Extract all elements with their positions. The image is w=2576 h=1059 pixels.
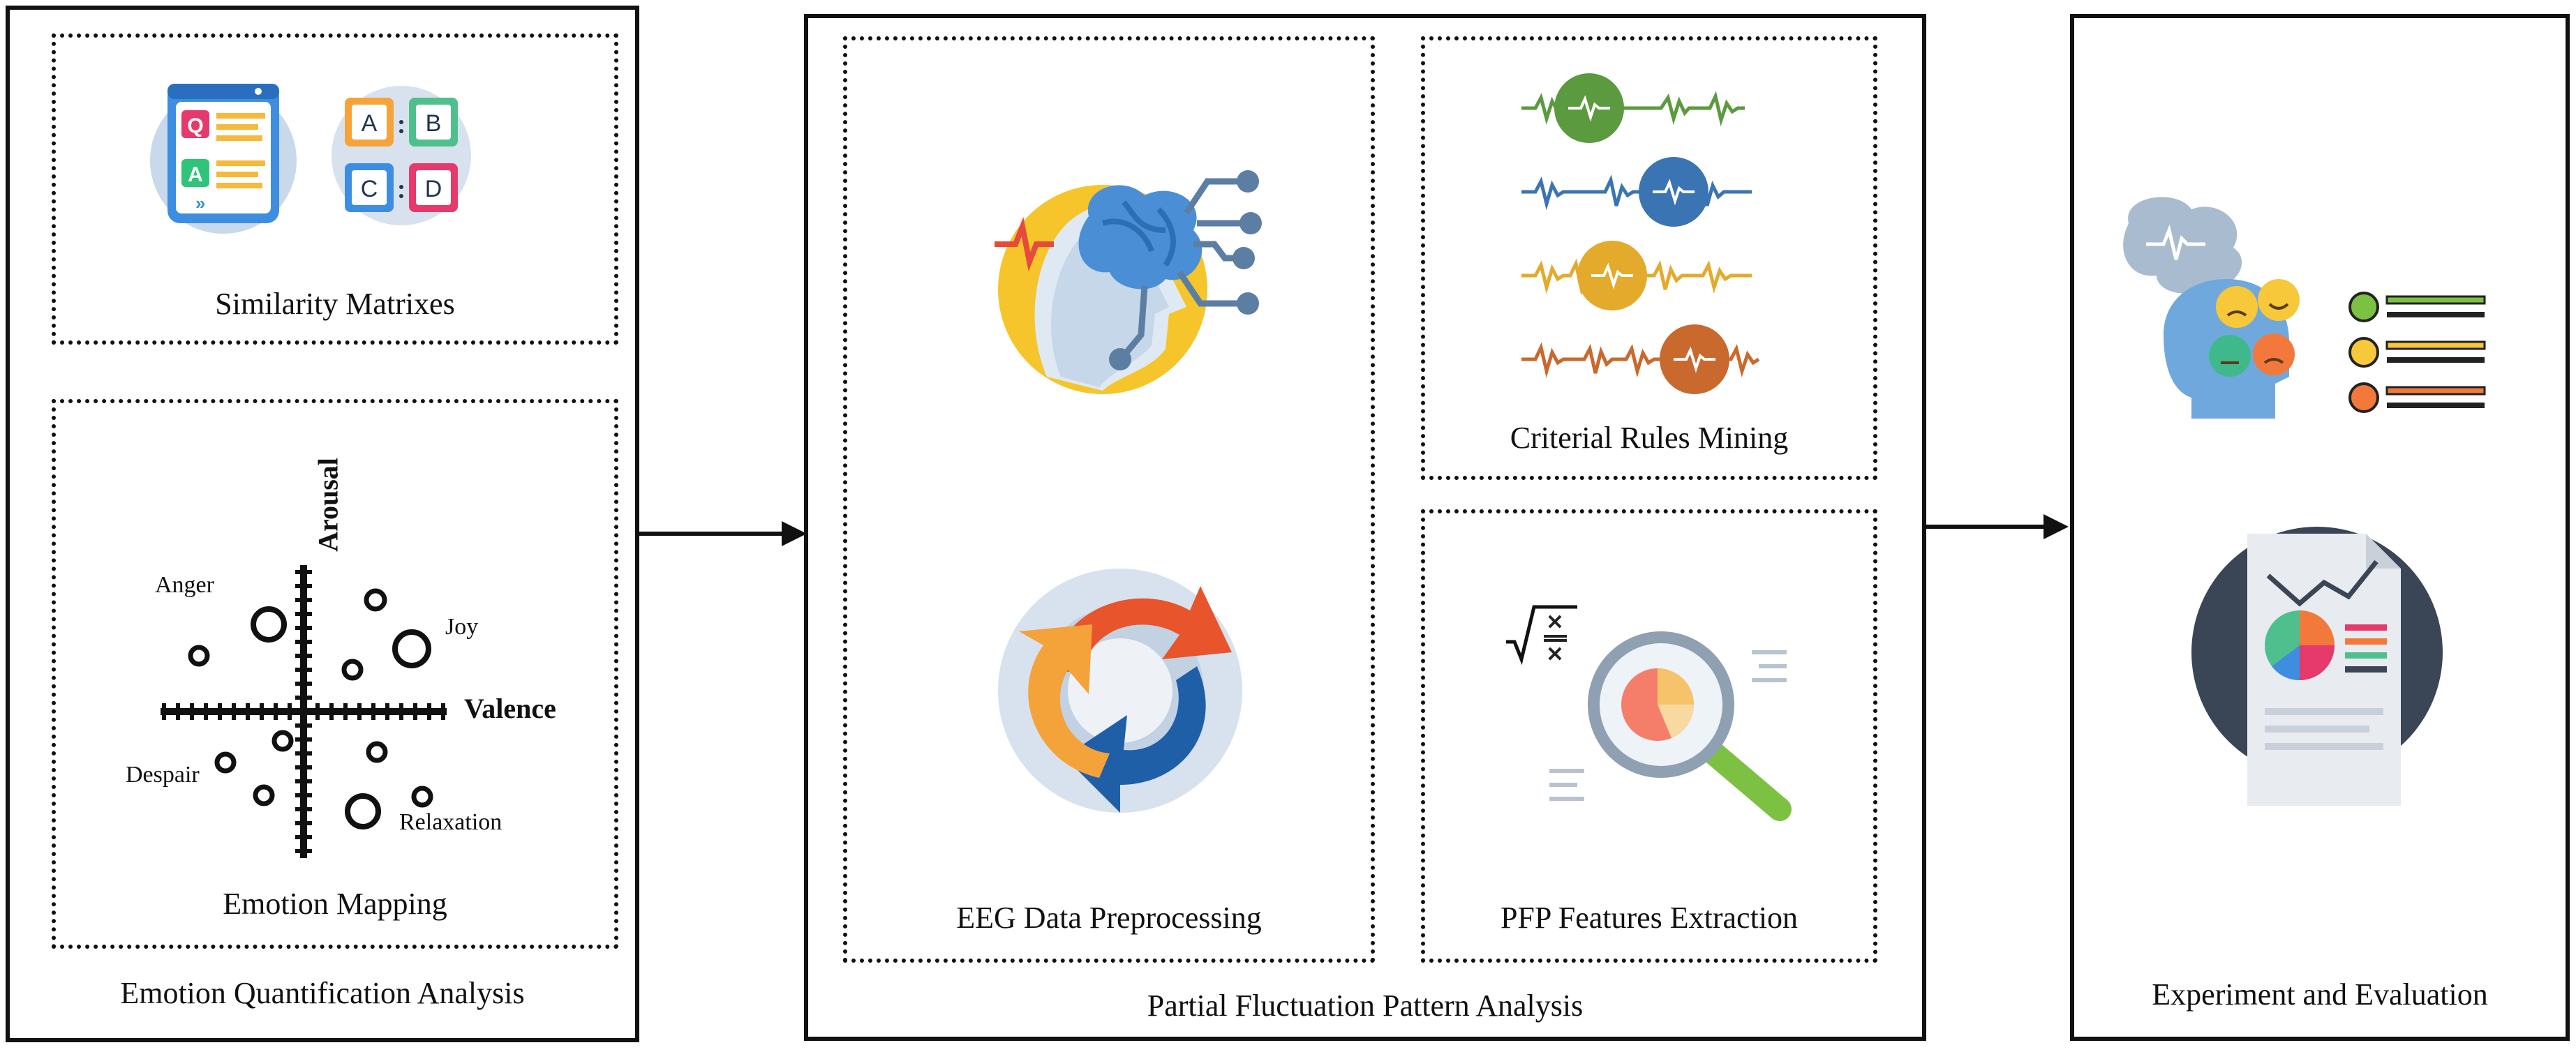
valence-axis-label: Valence <box>464 693 556 724</box>
report-chart-icon <box>2191 527 2443 806</box>
relaxation-small-point <box>366 741 388 763</box>
emotion-mapping-caption: Emotion Mapping <box>223 887 447 921</box>
grid-letter-b: B <box>426 110 442 137</box>
eeg-waves-icon <box>1521 73 1760 394</box>
svg-text:✕: ✕ <box>1546 643 1563 666</box>
relaxation-point <box>345 793 381 829</box>
joy-point <box>392 629 431 668</box>
qa-letter-a: A <box>188 163 203 186</box>
grid-letter-a: A <box>362 110 378 137</box>
emotion-quantification-panel <box>6 6 639 1042</box>
pfp-features-caption: PFP Features Extraction <box>1500 901 1799 935</box>
pfp-features-box <box>1421 509 1877 963</box>
qa-icon: Q A » <box>150 84 297 234</box>
despair-low-point <box>253 784 275 806</box>
joy-inner-point <box>341 659 364 681</box>
brain-head-icon <box>995 170 1262 394</box>
emotion-points <box>188 588 433 829</box>
experiment-evaluation-caption: Experiment and Evaluation <box>2152 977 2488 1012</box>
relaxation-label: Relaxation <box>399 809 502 835</box>
relaxation-mid-point <box>411 786 433 808</box>
despair-small-point <box>214 751 237 774</box>
joy-small-point <box>364 588 387 612</box>
criterial-rules-caption: Criterial Rules Mining <box>1510 421 1789 455</box>
despair-point <box>271 730 294 752</box>
feedback-list-icon <box>2348 292 2486 413</box>
svg-text:✕: ✕ <box>1546 611 1563 634</box>
criterial-rules-box <box>1421 36 1877 480</box>
arousal-axis-label: Arousal <box>312 458 344 552</box>
emotion-head-icon <box>2123 197 2300 419</box>
grid-letter-c: C <box>361 176 378 202</box>
cycle-arrows-icon <box>998 569 1242 813</box>
arrow-left-to-middle-head <box>782 521 807 546</box>
joy-label: Joy <box>445 614 479 640</box>
anger-small-point <box>188 645 210 667</box>
arrow-middle-to-right-head <box>2043 514 2069 539</box>
similarity-matrixes-box <box>52 33 618 345</box>
svg-text:»: » <box>195 193 205 213</box>
emotion-quantification-caption: Emotion Quantification Analysis <box>120 976 525 1010</box>
grid-letter-d: D <box>425 176 442 202</box>
arrow-middle-to-right-line <box>1926 525 2046 529</box>
eeg-preprocessing-box <box>843 36 1375 963</box>
partial-fluctuation-panel <box>804 14 1926 1041</box>
emotion-mapping-box <box>52 399 618 949</box>
eeg-preprocessing-caption: EEG Data Preprocessing <box>956 901 1262 935</box>
abcd-grid-icon: A B C D <box>332 86 471 225</box>
anger-label: Anger <box>155 572 214 598</box>
despair-label: Despair <box>126 762 200 788</box>
emotion-axes <box>161 565 447 858</box>
qa-letter-q: Q <box>187 114 203 137</box>
anger-point <box>251 606 287 643</box>
arrow-left-to-middle-line <box>639 532 786 536</box>
similarity-matrixes-caption: Similarity Matrixes <box>215 287 455 321</box>
partial-fluctuation-caption: Partial Fluctuation Pattern Analysis <box>1147 989 1584 1023</box>
magnifier-chart-icon: ✕ ✕ <box>1506 605 1792 821</box>
